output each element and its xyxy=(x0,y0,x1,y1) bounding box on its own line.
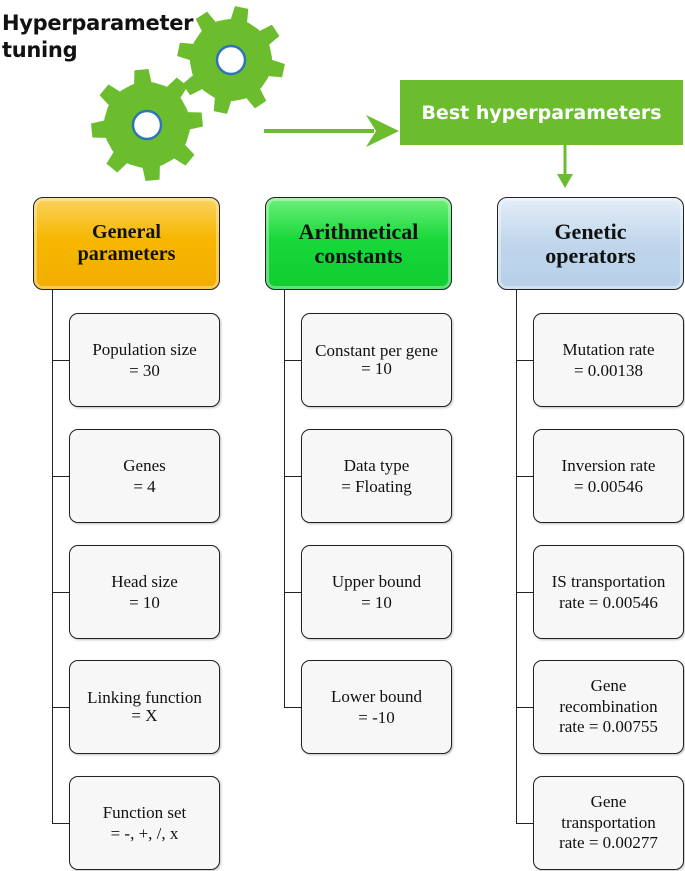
best-hyperparameters-box: Best hyperparameters xyxy=(400,80,683,145)
connector-tick xyxy=(52,476,70,477)
large-gear-icon xyxy=(177,6,285,114)
genetic-operators-title-line-1: Genetic xyxy=(554,218,627,244)
gears-to-best-arrow xyxy=(264,115,399,147)
item-value: = 0.00138 xyxy=(573,361,644,380)
general-parameters-connector xyxy=(52,290,53,824)
item-label: Lower bound xyxy=(330,686,423,706)
connector-tick xyxy=(516,476,534,477)
genetic-operators-title-line-2: operators xyxy=(545,242,636,268)
item-value: rate = 0.00546 xyxy=(559,593,658,612)
item-label: Mutation rate xyxy=(562,339,655,359)
item-label: Linking function xyxy=(87,688,202,708)
item-label-line-2: transportation xyxy=(561,812,656,832)
item-value: rate = 0.00277 xyxy=(559,833,658,853)
op-gene-transportation-rate: Gene transportation rate = 0.00277 xyxy=(533,776,684,870)
connector-tick xyxy=(52,823,70,824)
genetic-operators-connector xyxy=(516,290,517,824)
best-hyperparameters-label: Best hyperparameters xyxy=(421,101,662,124)
connector-tick xyxy=(52,592,70,593)
item-label: Upper bound xyxy=(331,571,422,591)
item-label: Data type xyxy=(343,455,410,475)
op-mutation-rate: Mutation rate = 0.00138 xyxy=(533,313,684,407)
param-head-size: Head size = 10 xyxy=(69,545,220,639)
item-value: = Floating xyxy=(341,477,412,496)
general-parameters-title-line-2: parameters xyxy=(77,242,176,265)
title-line-2: tuning xyxy=(2,38,78,62)
connector-tick xyxy=(516,707,534,708)
item-value: = 10 xyxy=(361,593,392,612)
item-label: IS transportation xyxy=(551,571,666,591)
general-parameters-header: General parameters xyxy=(33,197,220,290)
item-value: = 4 xyxy=(133,477,156,496)
title-line-1: Hyperparameter xyxy=(2,11,194,35)
connector-tick xyxy=(516,592,534,593)
connector-tick xyxy=(284,476,302,477)
connector-tick xyxy=(516,360,534,361)
item-value: = 10 xyxy=(361,359,392,378)
const-data-type: Data type = Floating xyxy=(301,429,452,523)
best-to-genetic-arrow xyxy=(557,144,573,188)
item-label: Constant per gene xyxy=(315,341,438,361)
item-label-line-2: recombination xyxy=(559,696,658,716)
connector-tick xyxy=(284,360,302,361)
genetic-operators-header: Genetic operators xyxy=(497,197,684,290)
item-value: = -, +, /, x xyxy=(110,824,179,843)
item-value: = 10 xyxy=(129,593,160,612)
item-label-line-1: Gene xyxy=(590,792,627,812)
item-value: = 30 xyxy=(129,361,160,380)
const-lower-bound: Lower bound = -10 xyxy=(301,660,452,754)
diagram-title: Hyperparameter tuning xyxy=(2,10,202,64)
item-value: = 0.00546 xyxy=(573,477,644,496)
connector-tick xyxy=(284,707,302,708)
const-constant-per-gene: Constant per gene = 10 xyxy=(301,313,452,407)
item-value: = X xyxy=(131,706,158,725)
item-label-line-1: Gene xyxy=(590,676,627,696)
item-value: = -10 xyxy=(358,708,395,727)
param-function-set: Function set = -, +, /, x xyxy=(69,776,220,870)
connector-tick xyxy=(52,360,70,361)
item-label: Function set xyxy=(102,802,187,822)
connector-tick xyxy=(52,707,70,708)
op-gene-recombination-rate: Gene recombination rate = 0.00755 xyxy=(533,660,684,754)
item-label: Inversion rate xyxy=(561,455,656,475)
connector-tick xyxy=(284,592,302,593)
small-gear-icon xyxy=(91,69,203,181)
arithmetical-constants-connector xyxy=(284,290,285,708)
param-population-size: Population size = 30 xyxy=(69,313,220,407)
param-genes: Genes = 4 xyxy=(69,429,220,523)
arithmetical-constants-header: Arithmetical constants xyxy=(265,197,452,290)
arithmetical-constants-title-line-1: Arithmetical xyxy=(298,218,419,244)
arithmetical-constants-title-line-2: constants xyxy=(314,242,403,268)
op-is-transportation-rate: IS transportation rate = 0.00546 xyxy=(533,545,684,639)
item-label: Head size xyxy=(111,571,178,591)
item-label: Population size xyxy=(92,339,197,359)
general-parameters-title-line-1: General xyxy=(92,220,161,243)
item-label: Genes xyxy=(123,455,166,475)
param-linking-function: Linking function = X xyxy=(69,660,220,754)
op-inversion-rate: Inversion rate = 0.00546 xyxy=(533,429,684,523)
connector-tick xyxy=(516,823,534,824)
const-upper-bound: Upper bound = 10 xyxy=(301,545,452,639)
item-value: rate = 0.00755 xyxy=(559,717,658,737)
